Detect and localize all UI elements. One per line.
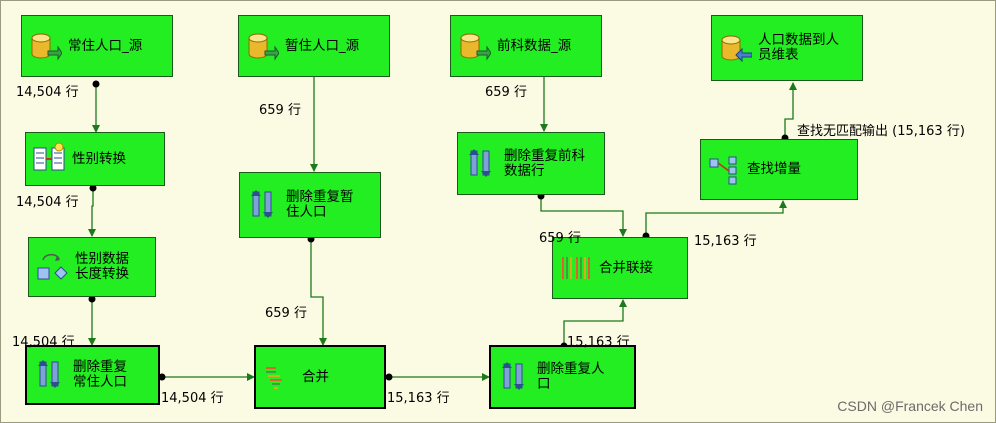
row-count: 15,163 行 bbox=[694, 234, 757, 249]
db-source-icon bbox=[28, 29, 62, 63]
sort-icon bbox=[464, 147, 498, 181]
data-conversion-icon bbox=[32, 142, 66, 176]
lookup-increment[interactable]: 查找增量 bbox=[700, 139, 858, 200]
derived-column-icon bbox=[35, 250, 69, 284]
component-label: 查找增量 bbox=[747, 161, 801, 177]
gender-conversion[interactable]: 性别转换 bbox=[25, 132, 165, 186]
connector bbox=[540, 195, 627, 237]
component-label: 删除重复暂住人口 bbox=[286, 189, 354, 220]
connector bbox=[310, 239, 327, 346]
dedup-previous[interactable]: 删除重复前科数据行 bbox=[457, 132, 605, 195]
output-port bbox=[92, 80, 100, 88]
row-count: 659 行 bbox=[539, 231, 581, 246]
sort-icon bbox=[246, 188, 280, 222]
union-all[interactable]: 合并 bbox=[254, 345, 386, 409]
row-count: 659 行 bbox=[265, 306, 307, 321]
watermark: CSDN @Francek Chen bbox=[837, 398, 983, 414]
row-count: 14,504 行 bbox=[16, 85, 79, 100]
output-port bbox=[89, 184, 97, 192]
component-label: 删除重复人口 bbox=[537, 361, 605, 392]
component-label: 删除重复前科数据行 bbox=[504, 147, 585, 179]
dedup-temporary[interactable]: 删除重复暂住人口 bbox=[239, 172, 381, 238]
db-source-icon bbox=[457, 29, 491, 63]
merge-join-icon bbox=[559, 251, 593, 285]
merge-join[interactable]: 合并联接 bbox=[552, 237, 688, 299]
component-label: 常住人口_源 bbox=[68, 37, 143, 54]
output-port bbox=[158, 373, 166, 381]
db-source-icon bbox=[245, 29, 279, 63]
row-count: 15,163 行 bbox=[567, 335, 630, 350]
row-count: 14,504 行 bbox=[12, 335, 75, 350]
connector bbox=[563, 299, 627, 345]
output-port bbox=[385, 373, 393, 381]
component-label: 合并 bbox=[302, 368, 329, 385]
dedup-person[interactable]: 删除重复人口 bbox=[489, 345, 636, 409]
sort-icon bbox=[497, 360, 531, 394]
source-temporary[interactable]: 暂住人口_源 bbox=[238, 15, 390, 77]
union-all-icon bbox=[262, 360, 296, 394]
row-count: 659 行 bbox=[485, 85, 527, 100]
dedup-resident[interactable]: 删除重复常住人口 bbox=[25, 345, 160, 405]
component-label: 合并联接 bbox=[599, 259, 653, 276]
source-resident[interactable]: 常住人口_源 bbox=[21, 15, 173, 77]
connector bbox=[88, 186, 96, 237]
row-count: 14,504 行 bbox=[16, 195, 79, 210]
sort-icon bbox=[33, 358, 67, 392]
connector bbox=[645, 200, 787, 236]
component-label: 删除重复常住人口 bbox=[73, 359, 127, 390]
connector bbox=[784, 82, 797, 138]
component-label: 暂住人口_源 bbox=[285, 37, 360, 54]
component-label: 前科数据_源 bbox=[497, 37, 572, 54]
gender-length-conversion[interactable]: 性别数据长度转换 bbox=[28, 237, 156, 297]
output-port bbox=[88, 295, 96, 303]
component-label: 性别数据长度转换 bbox=[75, 251, 129, 282]
source-previous[interactable]: 前科数据_源 bbox=[450, 15, 602, 77]
component-label: 人口数据到人员维表 bbox=[758, 32, 839, 63]
row-count: 15,163 行 bbox=[387, 391, 450, 406]
destination-personnel[interactable]: 人口数据到人员维表 bbox=[711, 15, 863, 81]
row-count: 查找无匹配输出 (15,163 行) bbox=[797, 124, 965, 139]
component-label: 性别转换 bbox=[72, 150, 126, 167]
row-count: 14,504 行 bbox=[161, 391, 224, 406]
row-count: 659 行 bbox=[259, 103, 301, 118]
db-destination-icon bbox=[718, 31, 752, 65]
lookup-icon bbox=[707, 153, 741, 187]
